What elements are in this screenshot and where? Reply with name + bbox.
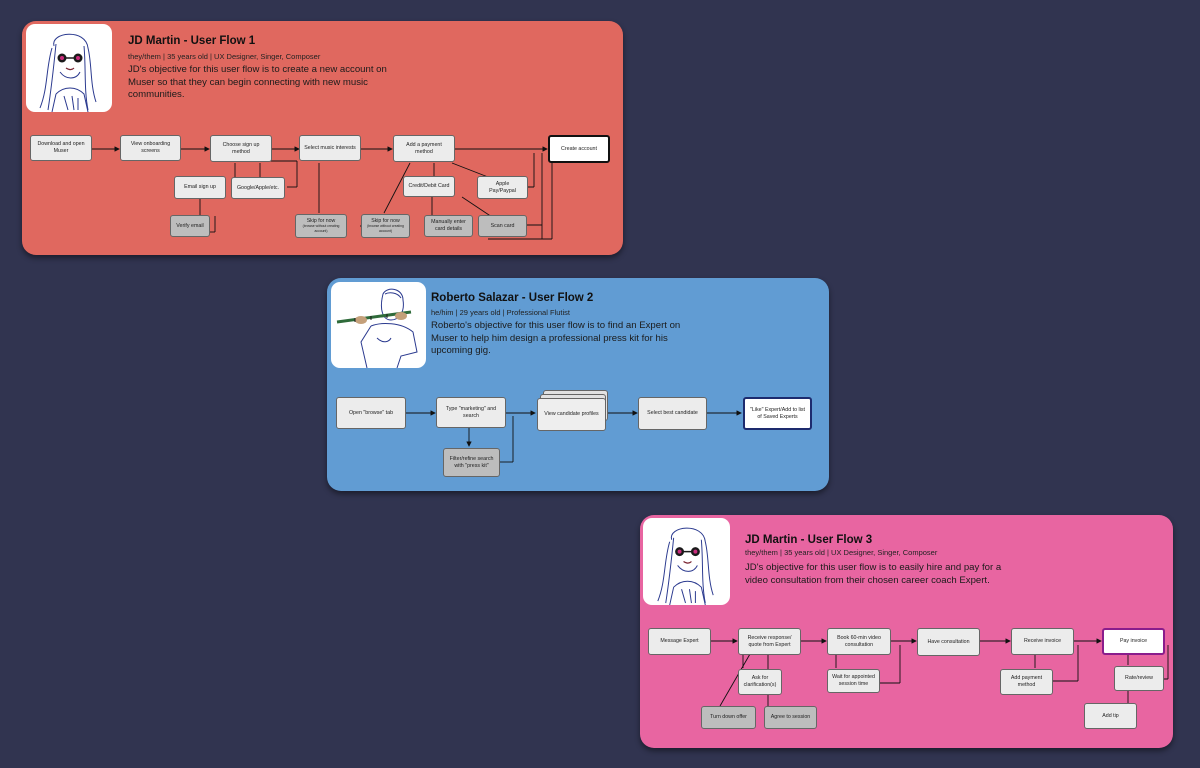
- node-onboarding: View onboarding screens: [120, 135, 181, 161]
- node-add-payment: Add payment method: [1000, 669, 1053, 695]
- node-receive-quote: Receive response/ quote from Expert: [738, 628, 801, 655]
- persona-meta: they/them | 35 years old | UX Designer, …: [128, 52, 321, 61]
- node-scan-card: Scan card: [478, 215, 527, 237]
- flow-objective: Roberto's objective for this user flow i…: [431, 320, 681, 356]
- node-apple-pay: Apple Pay/Paypal: [477, 176, 528, 199]
- node-skip-2: Skip for now (browse without creating ac…: [361, 214, 410, 238]
- skip-label: Skip for now: [306, 218, 336, 225]
- node-payment-method: Add a payment method: [393, 135, 455, 162]
- user-flow-card-2: Roberto Salazar - User Flow 2 he/him | 2…: [327, 278, 829, 491]
- node-receive-invoice: Receive invoice: [1011, 628, 1074, 655]
- persona-avatar: [643, 518, 730, 605]
- node-download: Download and open Muser: [30, 135, 92, 161]
- persona-meta: he/him | 29 years old | Professional Flu…: [431, 308, 570, 317]
- node-message-expert: Message Expert: [648, 628, 711, 655]
- persona-pronouns: he/him: [431, 308, 454, 317]
- skip-label: Skip for now: [371, 218, 400, 225]
- flow-objective: JD's objective for this user flow is to …: [128, 64, 387, 100]
- node-book-consultation: Book 60-min video consultation: [827, 628, 891, 655]
- persona-roles: Professional Flutist: [506, 308, 570, 317]
- user-flow-card-1: JD Martin - User Flow 1 they/them | 35 y…: [22, 21, 623, 255]
- persona-roles: UX Designer, Singer, Composer: [214, 52, 321, 61]
- node-filter-search: Filter/refine search with "press kit": [443, 448, 500, 477]
- node-rate-review: Rate/review: [1114, 666, 1164, 691]
- flow-objective: JD's objective for this user flow is to …: [745, 562, 1002, 586]
- persona-avatar: [26, 24, 112, 112]
- node-add-tip: Add tip: [1084, 703, 1137, 729]
- node-turn-down: Turn down offer: [701, 706, 756, 729]
- persona-pronouns: they/them: [128, 52, 161, 61]
- skip-note: (browse without creating account): [367, 224, 404, 233]
- node-type-marketing: Type "marketing" and search: [436, 397, 506, 428]
- persona-age: 35 years old: [784, 548, 825, 557]
- flow-title: JD Martin - User Flow 1: [128, 35, 256, 47]
- node-verify-email: Verify email: [170, 215, 210, 237]
- flow-connectors: [406, 410, 742, 463]
- user-flow-card-3: JD Martin - User Flow 3 they/them | 35 y…: [640, 515, 1173, 748]
- node-signup-method: Choose sign up method: [210, 135, 272, 162]
- flow-title: Roberto Salazar - User Flow 2: [431, 292, 594, 304]
- node-agree-session: Agree to session: [764, 706, 817, 729]
- node-like-expert: "Like" Expert/Add to list of Saved Exper…: [743, 397, 812, 430]
- persona-sketch-icon: [336, 288, 418, 368]
- node-credit-card: Credit/Debit Card: [403, 176, 455, 197]
- node-manual-card: Manually enter card details: [424, 215, 473, 237]
- flow-title: JD Martin - User Flow 3: [745, 534, 873, 546]
- persona-sketch-icon: [39, 33, 97, 112]
- node-select-best: Select best candidate: [638, 397, 707, 430]
- node-music-interests: Select music interests: [299, 135, 361, 161]
- persona-avatar: [331, 282, 426, 368]
- node-create-account: Create account: [548, 135, 610, 163]
- persona-meta: they/them | 35 years old | UX Designer, …: [745, 548, 938, 557]
- node-have-consultation: Have consultation: [917, 628, 980, 656]
- persona-roles: UX Designer, Singer, Composer: [831, 548, 938, 557]
- persona-age: 29 years old: [459, 308, 501, 317]
- flow-connectors: [92, 146, 553, 240]
- node-skip-1: Skip for now (browse without creating ac…: [295, 214, 347, 238]
- node-email-signup: Email sign up: [174, 176, 226, 199]
- node-pay-invoice: Pay invoice: [1102, 628, 1165, 655]
- node-view-profiles: View candidate profiles: [537, 398, 606, 431]
- node-google-apple: Google/Apple/etc.: [231, 177, 285, 199]
- persona-pronouns: they/them: [745, 548, 778, 557]
- skip-note: (browse without creating account): [302, 224, 340, 233]
- persona-sketch-icon: [657, 527, 714, 605]
- node-ask-clarification: Ask for clarification(s): [738, 669, 782, 695]
- node-open-browse: Open "browse" tab: [336, 397, 406, 429]
- persona-age: 35 years old: [167, 52, 208, 61]
- node-wait-session: Wait for appointed session time: [827, 669, 880, 693]
